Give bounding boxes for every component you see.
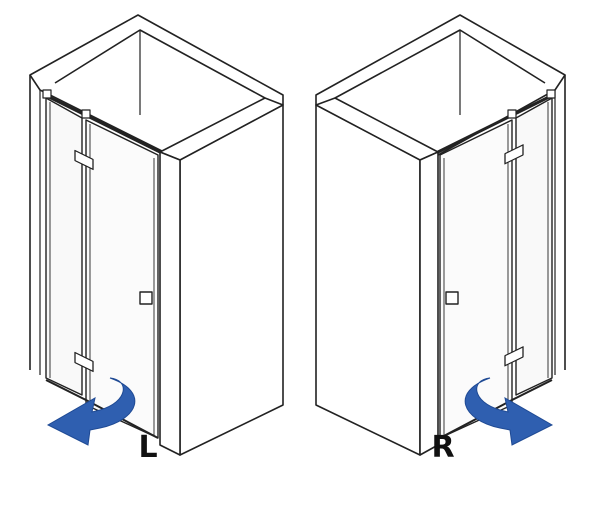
left-opening-label: L	[138, 430, 158, 465]
right-fixed-glass-panel	[515, 97, 553, 396]
right-shower-enclosure	[315, 14, 566, 456]
left-fixed-glass-panel	[45, 97, 83, 396]
left-top-rail	[44, 93, 161, 154]
right-swing-arrow	[464, 377, 554, 446]
left-glass-panels	[42, 89, 161, 439]
right-lower-hinge	[504, 346, 524, 367]
right-front-pillar-face	[419, 151, 439, 456]
right-opening-label: R	[431, 430, 455, 465]
left-upper-hinge	[74, 149, 94, 171]
left-front-pillar-face	[159, 151, 181, 456]
right-upper-hinge	[504, 144, 524, 165]
right-top-rail	[437, 93, 554, 154]
left-lower-hinge	[74, 351, 94, 373]
right-glass-panels	[437, 89, 556, 439]
left-swing-arrow	[46, 377, 136, 446]
left-door-glass-panel	[85, 119, 159, 439]
left-shower-enclosure	[29, 14, 284, 456]
right-door-handle	[445, 291, 459, 305]
left-door-handle	[139, 291, 153, 305]
